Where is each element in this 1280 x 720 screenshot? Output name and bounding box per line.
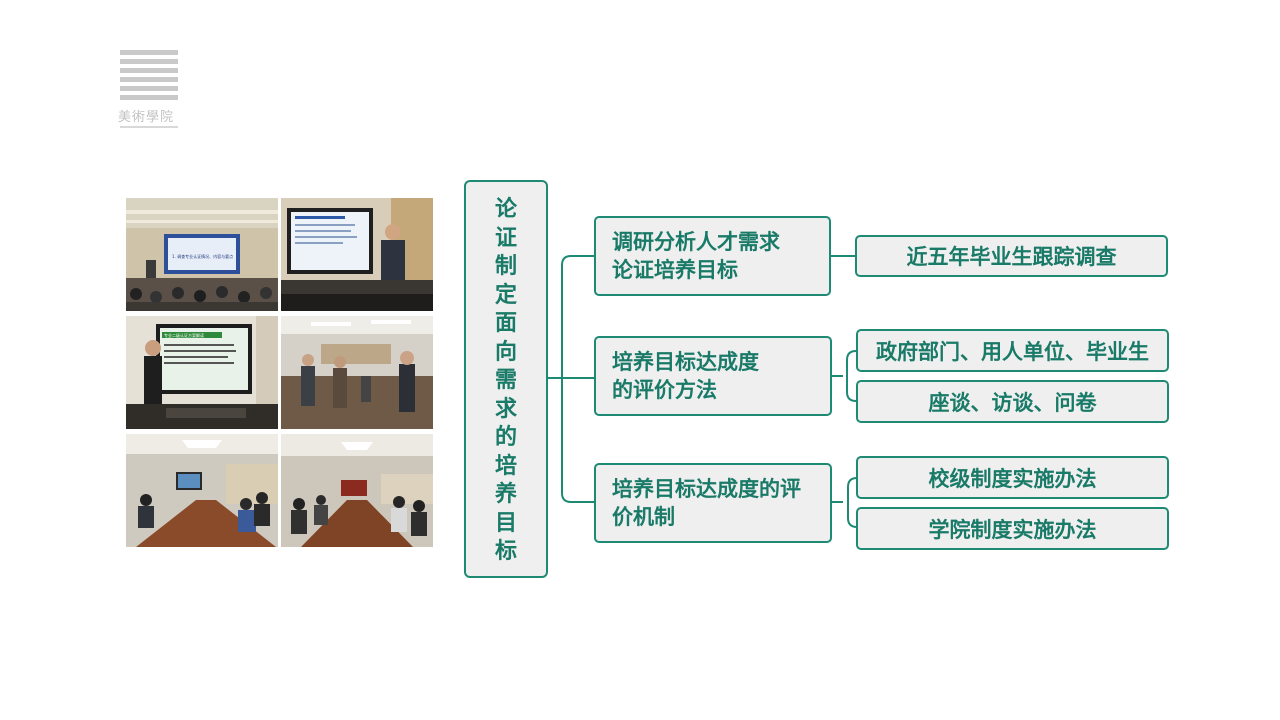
photo-speaker-slide: 专业二级认证方案解读 <box>126 316 278 429</box>
logo-underline <box>120 126 178 128</box>
logo-stripe <box>120 77 178 82</box>
leaf-box-3-2: 学院制度实施办法 <box>856 507 1169 550</box>
photo-lecture-hall: 1. 调查专业认证情况、内容与要点 <box>126 198 278 311</box>
connector-leaf-3-bracket <box>847 477 858 528</box>
photo-slide-text: 1. 调查专业认证情况、内容与要点 <box>172 253 233 259</box>
logo-stripe <box>120 95 178 100</box>
branch-box-2: 培养目标达成度 的评价方法 <box>594 336 832 416</box>
logo-stripe <box>120 68 178 73</box>
connector-leaf-2-bracket <box>846 350 857 402</box>
institution-logo: 美術學院 <box>118 50 180 136</box>
photo-group-discussion <box>281 316 433 429</box>
photo-collage: 1. 调查专业认证情况、内容与要点 <box>126 198 433 547</box>
logo-stripe <box>120 50 178 55</box>
photo-presenter-screen <box>281 198 433 311</box>
photo-conference-table <box>281 434 433 547</box>
branch-box-1: 调研分析人才需求 论证培养目标 <box>594 216 831 296</box>
main-topic-title: 论 证 制 定 面 向 需 求 的 培 养 目 标 <box>494 197 517 564</box>
leaf-box-2-1: 政府部门、用人单位、毕业生 <box>856 329 1169 372</box>
photo-slide-text: 专业二级认证方案解读 <box>164 332 204 338</box>
logo-stripe <box>120 59 178 64</box>
leaf-box-3-1: 校级制度实施办法 <box>856 456 1169 499</box>
photo-meeting-room <box>126 434 278 547</box>
logo-stripe <box>120 86 178 91</box>
branch-box-3: 培养目标达成度的评 价机制 <box>594 463 832 543</box>
logo-text: 美術學院 <box>118 110 175 125</box>
leaf-box-2-2: 座谈、访谈、问卷 <box>856 380 1169 423</box>
main-topic-box: 论 证 制 定 面 向 需 求 的 培 养 目 标 <box>464 180 548 578</box>
leaf-box-1-1: 近五年毕业生跟踪调查 <box>855 235 1168 277</box>
